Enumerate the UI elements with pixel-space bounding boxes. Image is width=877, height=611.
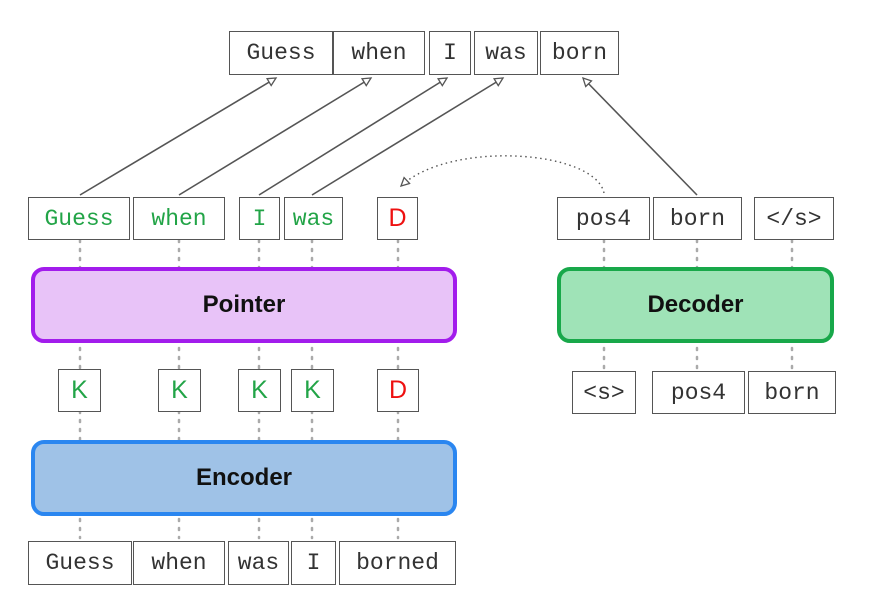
generate-arrow [583, 78, 698, 196]
pointer-token: I [239, 197, 280, 240]
pointer-delete-token: D [377, 197, 418, 240]
tag-token: K [291, 369, 334, 412]
tag-token: K [238, 369, 281, 412]
decoder-input-token: <s> [572, 371, 636, 414]
copy-arrow [178, 78, 371, 196]
pointer-token: was [284, 197, 343, 240]
output-token: when [333, 31, 425, 75]
input-token: borned [339, 541, 456, 585]
decoder-output-token: </s> [754, 197, 834, 240]
input-token: when [133, 541, 225, 585]
tag-token: D [377, 369, 419, 412]
decoder-output-token: pos4 [557, 197, 650, 240]
pointer-token: Guess [28, 197, 130, 240]
copy-arrow [258, 78, 447, 196]
output-token: Guess [229, 31, 333, 75]
pointer-block: Pointer [31, 267, 457, 343]
pointer-token: when [133, 197, 225, 240]
encoder-block: Encoder [31, 440, 457, 516]
input-token: I [291, 541, 336, 585]
output-token: I [429, 31, 471, 75]
tag-token: K [58, 369, 101, 412]
tag-token: K [158, 369, 201, 412]
decoder-block: Decoder [557, 267, 834, 343]
decoder-input-token: pos4 [652, 371, 745, 414]
input-token: Guess [28, 541, 132, 585]
copy-arrow [311, 78, 503, 196]
output-token: was [474, 31, 538, 75]
output-token: born [540, 31, 619, 75]
decoder-output-token: born [653, 197, 742, 240]
input-token: was [228, 541, 289, 585]
copy-arrow [79, 78, 276, 196]
decoder-input-token: born [748, 371, 836, 414]
position-link-arrow [401, 155, 605, 194]
